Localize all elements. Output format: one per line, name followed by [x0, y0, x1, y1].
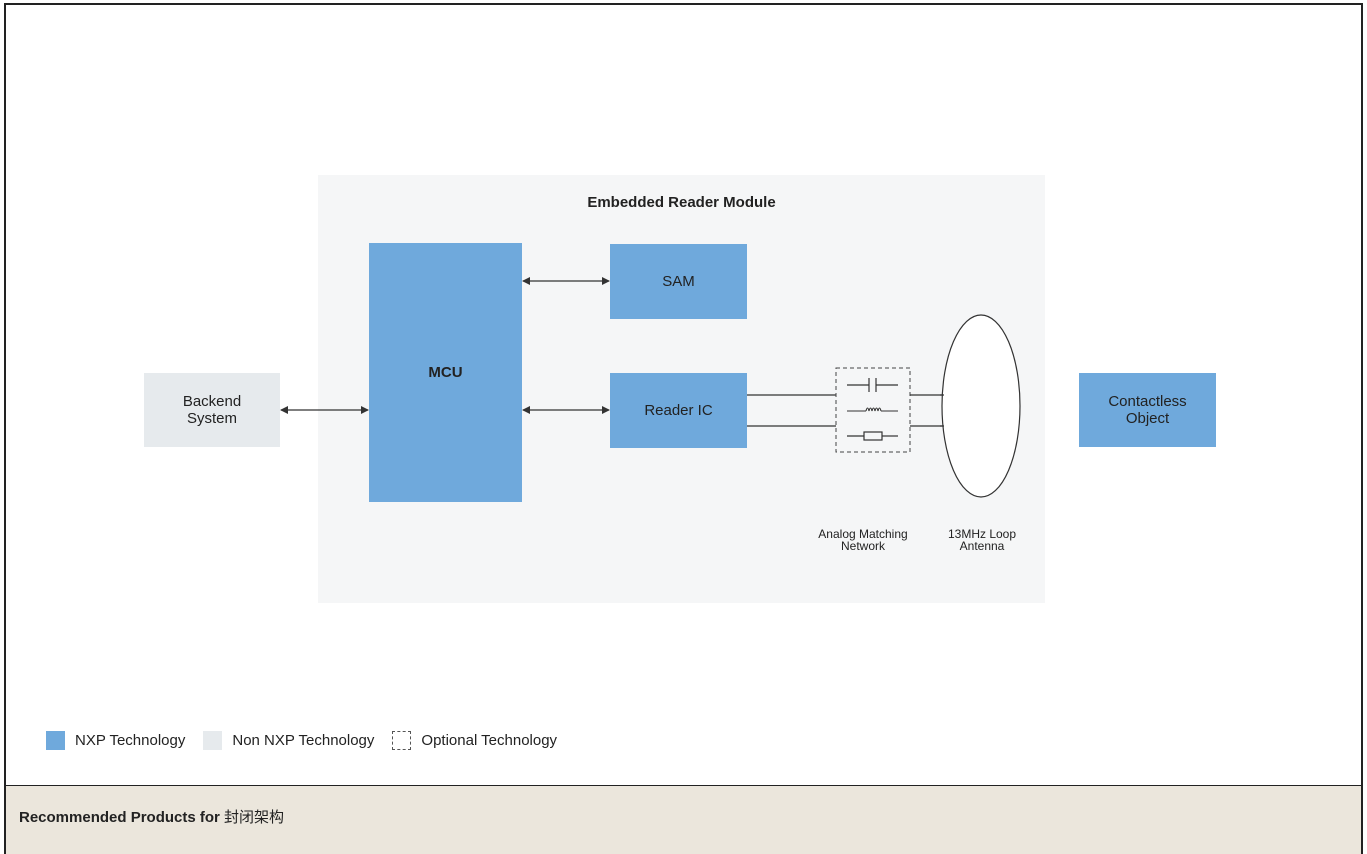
resistor-symbol [847, 431, 898, 441]
analog-matching-network-box [835, 367, 911, 453]
loop-antenna-label: 13MHz Loop Antenna [947, 527, 1017, 553]
legend-non-nxp-label: Non NXP Technology [232, 732, 375, 749]
recommended-products-prefix: Recommended Products for [19, 809, 220, 826]
reader-ic-block: Reader IC [610, 373, 747, 448]
mcu-label: MCU [428, 364, 463, 381]
capacitor-symbol [847, 378, 898, 392]
optional-swatch [392, 731, 412, 750]
recommended-products-bar[interactable]: Recommended Products for 封闭架构 [4, 785, 1363, 854]
contactless-object-label: Contactless Object [1108, 393, 1187, 427]
backend-system-label: Backend System [182, 393, 242, 427]
non-nxp-swatch [203, 731, 223, 750]
sam-label: SAM [662, 273, 695, 290]
recommended-products-topic: 封闭架构 [224, 809, 285, 826]
legend-item-optional: Optional Technology [392, 731, 557, 750]
legend: NXP Technology Non NXP Technology Option… [46, 731, 557, 750]
legend-optional-label: Optional Technology [421, 732, 558, 749]
legend-item-nxp: NXP Technology [46, 731, 185, 750]
legend-item-non-nxp: Non NXP Technology [203, 731, 374, 750]
analog-matching-network-label: Analog Matching Network [818, 527, 908, 553]
module-title: Embedded Reader Module [587, 194, 776, 211]
contactless-object-block: Contactless Object [1079, 373, 1216, 447]
mcu-block: MCU [369, 243, 522, 502]
loop-antenna [941, 314, 1021, 498]
backend-system-block: Backend System [144, 373, 280, 447]
sam-block: SAM [610, 244, 747, 319]
legend-nxp-label: NXP Technology [75, 732, 186, 749]
reader-ic-label: Reader IC [644, 402, 713, 419]
inductor-symbol [847, 407, 898, 412]
recommended-products-heading: Recommended Products for 封闭架构 [19, 806, 284, 827]
nxp-swatch [46, 731, 65, 750]
